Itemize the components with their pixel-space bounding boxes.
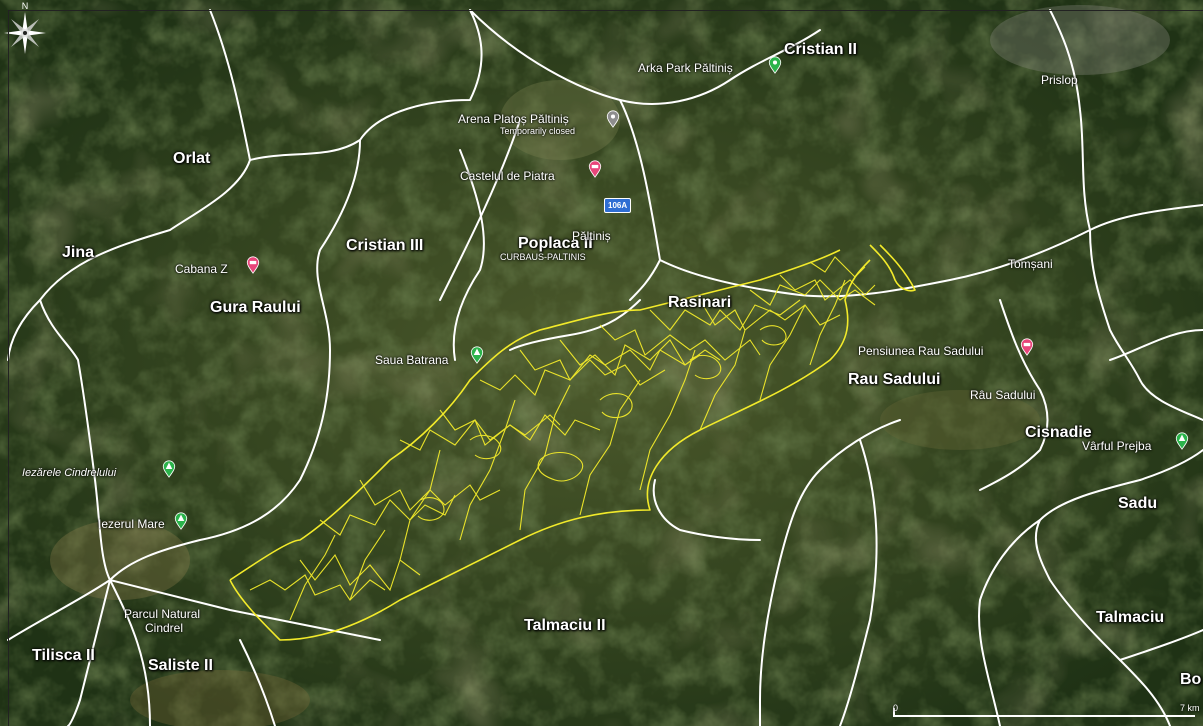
tree-pin-icon[interactable] [1173, 432, 1191, 450]
terrain-patches [50, 5, 1170, 726]
scale-start-label: 0 [893, 703, 899, 713]
road-shield-badge: 106A [604, 198, 632, 213]
highlighted-network [229, 244, 916, 641]
scale-end-label: 7 km [1180, 703, 1200, 713]
tree-pin-icon[interactable] [172, 512, 190, 530]
lodging-pin-icon[interactable] [586, 160, 604, 178]
compass-north-label: N [22, 1, 29, 11]
highlighted-tracks [249, 256, 876, 621]
tree-pin-icon[interactable] [468, 346, 486, 364]
tree-pin-icon[interactable] [160, 460, 178, 478]
location-pin-icon[interactable] [604, 110, 622, 128]
lodging-pin-icon[interactable] [244, 256, 262, 274]
boundaries [7, 9, 1203, 726]
lodging-pin-icon[interactable] [1018, 338, 1036, 356]
scale-bar [893, 705, 1195, 717]
park-pin-icon[interactable] [766, 56, 784, 74]
compass-rose-icon: N [4, 1, 46, 54]
